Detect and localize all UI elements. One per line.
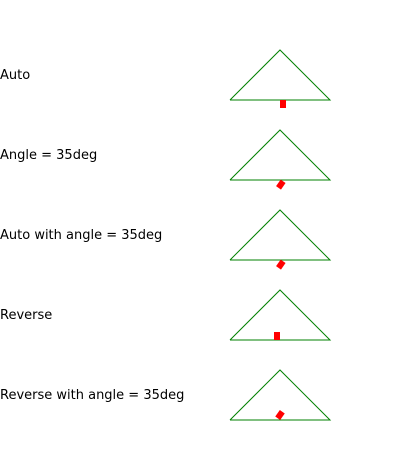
triangle-figure-auto-angle-35 — [229, 209, 332, 270]
example-row-reverse-angle-35: Reverse with angle = 35deg — [0, 369, 400, 450]
example-row-auto-angle-35: Auto with angle = 35deg — [0, 209, 400, 290]
marker-rect — [276, 179, 286, 190]
marker-rect — [274, 332, 280, 340]
row-label-reverse: Reverse — [0, 308, 53, 323]
triangle-figure-reverse-angle-35 — [229, 369, 332, 421]
marker-rect — [275, 410, 285, 420]
triangle-outline — [229, 129, 332, 181]
example-row-angle-35: Angle = 35deg — [0, 129, 400, 210]
triangle-figure-angle-35 — [229, 129, 332, 190]
triangle-outline — [229, 49, 332, 101]
triangle-figure-reverse — [229, 289, 332, 341]
marker-rect — [276, 259, 286, 270]
row-label-auto-angle-35: Auto with angle = 35deg — [0, 228, 163, 243]
triangle-outline — [229, 369, 332, 421]
row-label-auto: Auto — [0, 68, 31, 83]
row-label-reverse-angle-35: Reverse with angle = 35deg — [0, 388, 185, 403]
example-row-auto: Auto — [0, 49, 400, 130]
example-row-reverse: Reverse — [0, 289, 400, 370]
triangle-outline — [229, 209, 332, 261]
row-label-angle-35: Angle = 35deg — [0, 148, 98, 163]
marker-rect — [280, 100, 286, 108]
triangle-figure-auto — [229, 49, 332, 108]
